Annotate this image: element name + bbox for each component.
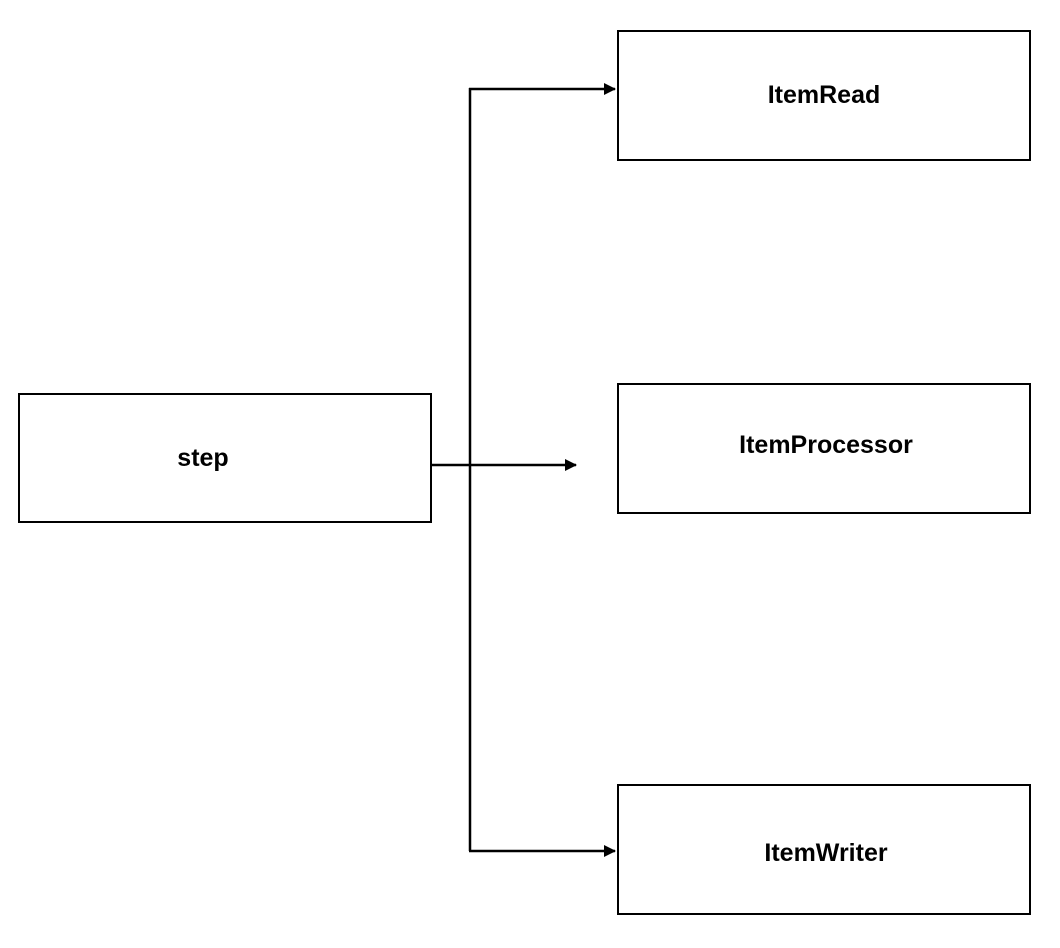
item-processor-node[interactable]: ItemProcessor (617, 383, 1031, 514)
step-node[interactable]: step (18, 393, 432, 523)
item-writer-label: ItemWriter (764, 839, 888, 867)
step-label: step (177, 443, 229, 472)
item-writer-node[interactable]: ItemWriter (617, 784, 1031, 915)
item-processor-label: ItemProcessor (739, 431, 913, 459)
item-read-node[interactable]: ItemRead (617, 30, 1031, 161)
item-read-label: ItemRead (767, 81, 881, 109)
